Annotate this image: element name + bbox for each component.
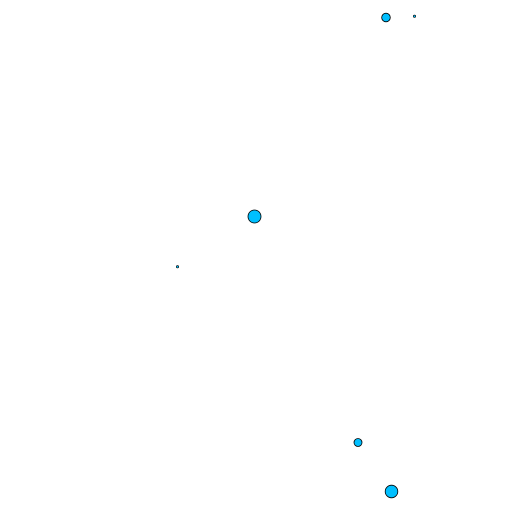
- map-marker[interactable]: [176, 265, 180, 269]
- map-marker[interactable]: [353, 438, 363, 447]
- map-marker[interactable]: [381, 12, 391, 23]
- map-marker[interactable]: [412, 14, 416, 18]
- map-marker[interactable]: [247, 209, 262, 224]
- map-marker[interactable]: [384, 484, 399, 499]
